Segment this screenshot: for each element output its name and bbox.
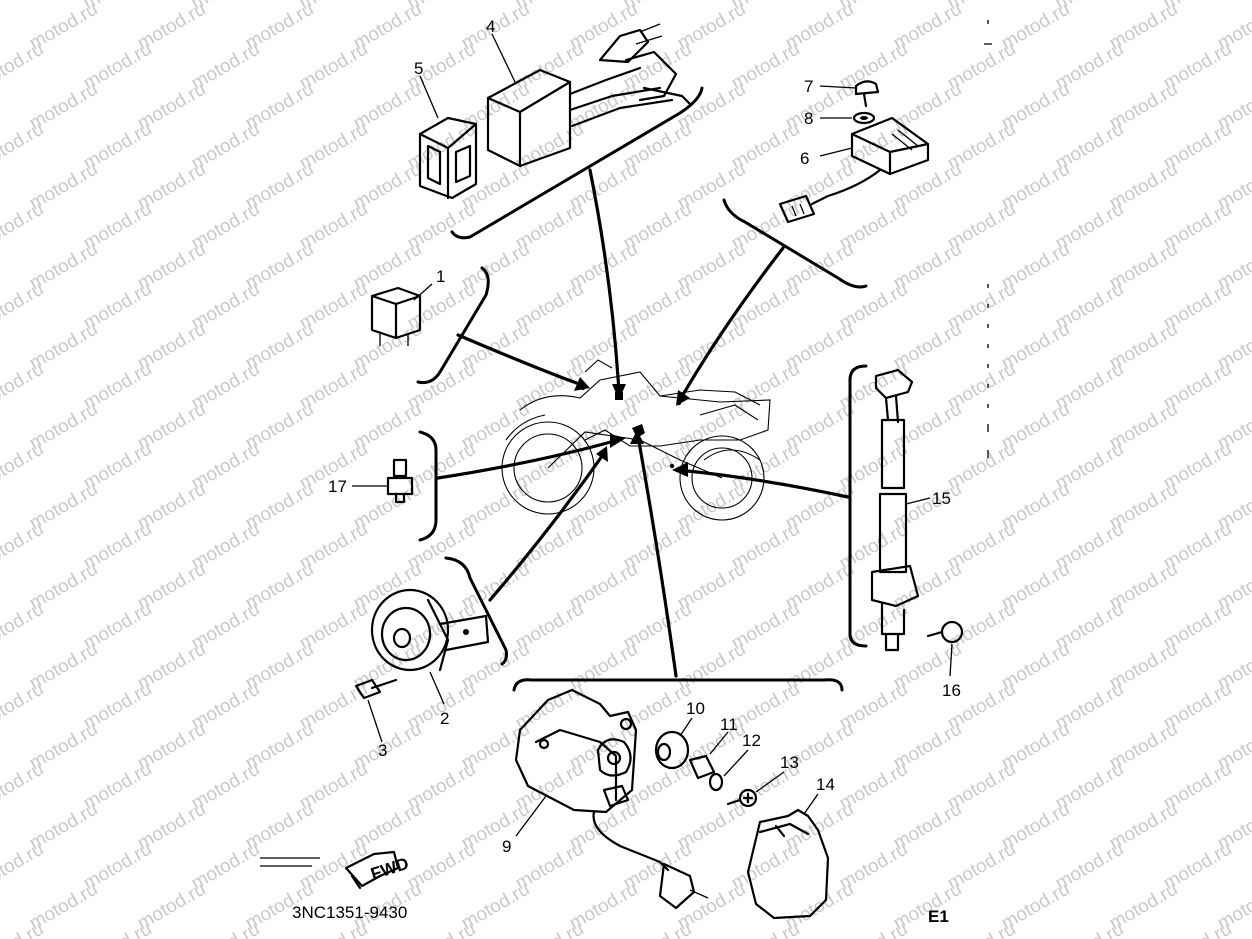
callout-16: 16: [942, 681, 961, 700]
callout-1: 1: [436, 267, 445, 286]
watermark-text: motod.ru: [0, 519, 47, 575]
page-code: E1: [928, 907, 949, 926]
callout-10: 10: [686, 699, 705, 718]
callout-2: 2: [440, 709, 449, 728]
part-16-bolt: [926, 620, 964, 677]
watermark-text: motod.ru: [0, 279, 47, 335]
watermark-text: motod.ru: [620, 919, 695, 939]
part-14-cover: [746, 793, 830, 920]
callout-7: 7: [804, 77, 813, 96]
callout-12: 12: [742, 731, 761, 750]
part-9-switch-assy: [514, 688, 709, 910]
watermark-text: motod.ru: [0, 759, 47, 815]
watermark-text: motod.ru: [1052, 919, 1127, 939]
watermark-text: motod.ru: [1160, 919, 1235, 939]
watermark-text: motod.ru: [0, 119, 47, 175]
part-1-relay: [370, 283, 433, 346]
callout-9: 9: [502, 837, 511, 856]
part-10-grommet: [654, 717, 693, 770]
callout-6: 6: [800, 149, 809, 168]
watermark-text: motod.ru: [0, 39, 47, 95]
part-13-screw: [726, 771, 785, 808]
callout-3: 3: [378, 741, 387, 760]
part-3-bolt: [354, 678, 398, 743]
watermark-text: motod.ru: [0, 839, 47, 895]
part-17-switch: [352, 458, 414, 504]
callout-4: 4: [486, 17, 495, 36]
watermark-text: motod.ru: [836, 919, 911, 939]
callout-8: 8: [804, 109, 813, 128]
watermark-text: motod.ru: [0, 599, 47, 655]
part-6-regulator: [778, 116, 930, 224]
part-12-washer: [708, 749, 749, 792]
watermark-text: motod.ru: [0, 439, 47, 495]
part-15-sensor-lead: [870, 368, 931, 652]
watermark-text: motod.ru: [0, 679, 47, 735]
leader-arrows: [436, 168, 850, 678]
callout-13: 13: [780, 753, 799, 772]
watermark-text: motod.ru: [728, 919, 803, 939]
diagram-code: 3NC1351-9430: [292, 903, 407, 922]
part-8-washer: [820, 111, 876, 125]
watermark-text: motod.ru: [512, 919, 587, 939]
group-brackets: [416, 86, 868, 692]
motorcycle-outline: [501, 359, 771, 521]
callout-15: 15: [932, 489, 951, 508]
margin-marks: [260, 20, 992, 867]
watermark-text: motod.ru: [404, 919, 479, 939]
callout-5: 5: [414, 59, 423, 78]
watermark-text: motod.ru: [80, 919, 155, 939]
callout-17: 17: [328, 477, 347, 496]
watermark-text: motod.ru: [0, 359, 47, 415]
part-7-screw: [819, 80, 880, 108]
callout-14: 14: [816, 775, 835, 794]
fwd-label: FWD: [368, 854, 411, 884]
watermark-text: motod.ru: [944, 919, 1019, 939]
part-4-unit: [486, 23, 692, 168]
callout-11: 11: [720, 715, 738, 734]
fwd-arrow-icon: [344, 850, 400, 890]
part-5-cover: [418, 75, 478, 200]
watermark-text: motod.ru: [188, 919, 263, 939]
part-2-horn: [370, 588, 490, 705]
watermark-text: motod.ru: [0, 199, 47, 255]
watermark-text: motod.ru: [0, 0, 47, 14]
part-11-collar: [688, 731, 729, 780]
